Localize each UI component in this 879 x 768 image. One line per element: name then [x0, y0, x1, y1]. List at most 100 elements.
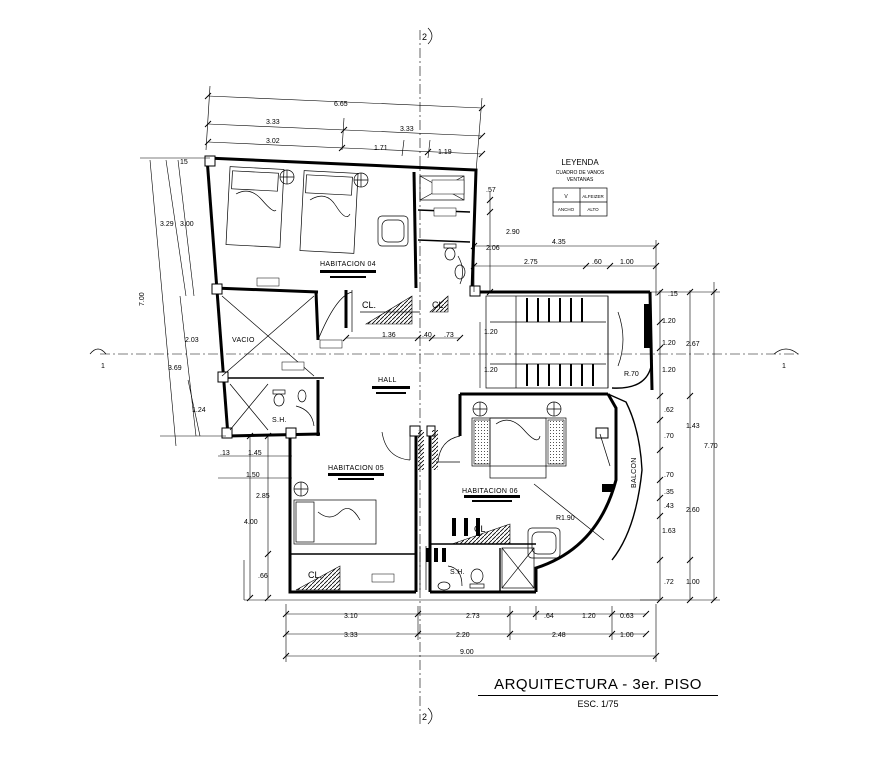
dim-label: 3.10 — [344, 613, 358, 620]
room-label-hall: HALL — [378, 377, 397, 384]
dim-label: 3.00 — [180, 221, 194, 228]
dim-label: 2.06 — [486, 245, 500, 252]
svg-text:1: 1 — [101, 363, 105, 370]
dim-label: .60 — [592, 259, 602, 266]
dim-label: 2.03 — [185, 337, 199, 344]
dim-label: 2.85 — [256, 493, 270, 500]
svg-text:2: 2 — [422, 712, 427, 722]
axis-marker-1-left: 1 — [89, 348, 107, 370]
dim-label: 1.00 — [620, 632, 634, 639]
bed-icon — [293, 499, 377, 545]
closet-label: CL — [474, 524, 486, 534]
bed-icon — [299, 170, 359, 254]
dim-label: 4.35 — [552, 239, 566, 246]
dim-label: 3.69 — [168, 365, 182, 372]
dim-label: 2.67 — [686, 341, 700, 348]
dim-label: 7.70 — [704, 443, 718, 450]
room-label-balcon: BALCON — [631, 457, 638, 488]
plan-scale: ESC. 1/75 — [577, 699, 619, 709]
armchair-icon — [377, 215, 409, 247]
lamp-icon — [353, 172, 369, 188]
closet-label: CL. — [308, 570, 322, 580]
dim-label: R1.90 — [556, 515, 575, 522]
lamp-icon — [546, 401, 562, 417]
dim-label: .15 — [668, 291, 678, 298]
dim-label: 1.20 — [662, 318, 676, 325]
lamp-icon — [472, 401, 488, 417]
legend-subtitle: CUADRO DE VANOS — [556, 170, 605, 176]
room-label-hab06: HABITACION 06 — [462, 488, 518, 495]
dim-label: 1.20 — [662, 340, 676, 347]
dim-label: 3.33 — [344, 632, 358, 639]
dim-label: 4.00 — [244, 519, 258, 526]
toilet-icon — [469, 568, 485, 589]
dim-label: 1.71 — [374, 145, 388, 152]
legend-cell: ALFEIZER — [582, 194, 604, 199]
sink-icon — [297, 264, 466, 591]
legend: LEYENDA CUADRO DE VANOS VENTANAS V ALFEI… — [552, 158, 608, 217]
dim-label: 3.33 — [266, 119, 280, 126]
dim-label: 1.20 — [662, 367, 676, 374]
title-block: ARQUITECTURA - 3er. PISO ESC. 1/75 — [478, 676, 718, 709]
svg-text:1: 1 — [782, 363, 786, 370]
dim-label: 2.90 — [506, 229, 520, 236]
dim-label: 1.20 — [484, 329, 498, 336]
dim-label: .70 — [664, 472, 674, 479]
dim-label: 1.43 — [686, 423, 700, 430]
stairs — [485, 295, 624, 389]
legend-cell: ALTO — [587, 207, 599, 212]
room-label-hab05: HABITACION 05 — [328, 465, 384, 472]
room-labels: HABITACION 04 HABITACION 05 HABITACION 0… — [232, 261, 638, 580]
toilet-icon — [443, 243, 457, 261]
dim-label: .70 — [664, 433, 674, 440]
walls — [205, 156, 654, 594]
dim-label: 1.20 — [582, 613, 596, 620]
dim-label: 9.00 — [460, 649, 474, 656]
dim-label: 0.63 — [620, 613, 634, 620]
dim-label: 1.00 — [620, 259, 634, 266]
dim-label: 1.36 — [382, 332, 396, 339]
bed-icon — [471, 417, 567, 479]
svg-text:2: 2 — [422, 32, 427, 42]
dim-label: .73 — [444, 332, 454, 339]
toilet-icon — [272, 389, 286, 407]
armchair-icon — [527, 527, 561, 559]
dim-label: .64 — [544, 613, 554, 620]
dim-label: 1.50 — [246, 472, 260, 479]
room-label-vacio: VACIO — [232, 337, 255, 344]
dim-label: .13 — [220, 450, 230, 457]
dimension-lines — [140, 85, 720, 662]
dim-label: 2.75 — [524, 259, 538, 266]
dim-label: 2.20 — [456, 632, 470, 639]
axis-marker-2-bottom: 2 — [422, 707, 433, 725]
axis-lines: 2 2 1 1 — [89, 27, 800, 725]
dim-label: 2.73 — [466, 613, 480, 620]
dim-label: 15 — [180, 159, 188, 166]
dim-label: 3.29 — [160, 221, 174, 228]
lamp-icon — [293, 481, 309, 497]
legend-title: LEYENDA — [561, 158, 599, 167]
dim-label: .43 — [664, 503, 674, 510]
columns — [204, 155, 609, 439]
lamp-icon — [279, 169, 295, 185]
room-label-sh2: S.H. — [450, 569, 465, 576]
legend-cell: ANCHO — [558, 207, 575, 212]
window-tags — [256, 179, 520, 583]
legend-cell: V — [564, 194, 568, 200]
dim-label: 1.19 — [438, 149, 452, 156]
dim-label: 1.24 — [192, 407, 206, 414]
hatched-segments — [295, 295, 650, 591]
dim-label: .66 — [258, 573, 268, 580]
room-label-sh1: S.H. — [272, 417, 287, 424]
dim-label: 1.63 — [662, 528, 676, 535]
dim-label: 7.00 — [139, 292, 146, 306]
plan-title: ARQUITECTURA - 3er. PISO — [478, 676, 718, 696]
axis-marker-2-top: 2 — [422, 27, 433, 45]
dim-label: .40 — [422, 332, 432, 339]
dim-label: 1.20 — [484, 367, 498, 374]
dim-label: R.70 — [624, 371, 639, 378]
dim-label: .62 — [664, 407, 674, 414]
axis-marker-1-right: 1 — [773, 348, 799, 370]
dim-label: 3.33 — [400, 126, 414, 133]
